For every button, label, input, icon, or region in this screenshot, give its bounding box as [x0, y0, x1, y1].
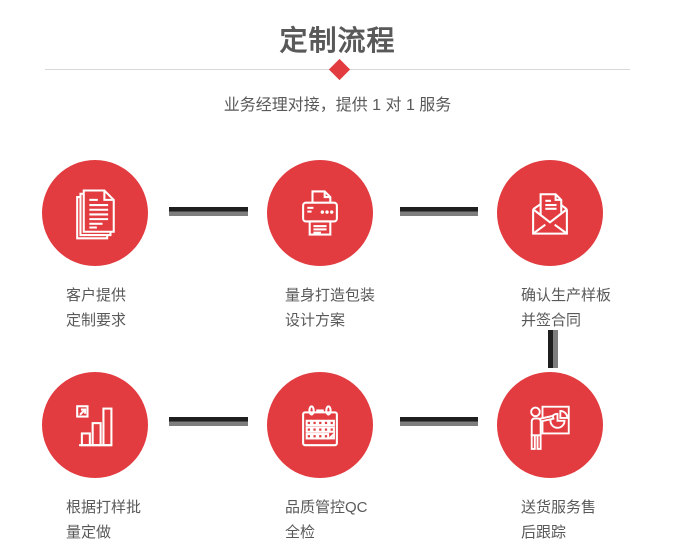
stacked-documents-icon — [76, 189, 115, 240]
step-4-label: 根据打样批 量定做 — [66, 499, 142, 541]
page-subtitle: 业务经理对接，提供 1 对 1 服务 — [223, 97, 452, 114]
connector-step5-step6 — [400, 417, 478, 426]
step-4-circle — [42, 372, 148, 478]
connector-step4-step5 — [169, 417, 248, 426]
step-5-circle — [267, 372, 373, 478]
connector-step2-step3 — [400, 207, 478, 216]
step-1-circle — [42, 160, 148, 266]
step-3-label: 确认生产样板 并签合同 — [521, 287, 612, 329]
step-6-label: 送货服务售 后跟踪 — [521, 499, 597, 541]
step-3-circle — [497, 160, 603, 266]
diamond-icon — [328, 58, 351, 81]
step-6-circle — [497, 372, 603, 478]
bar-chart-growth-icon — [76, 405, 113, 447]
step-5-label: 品质管控QC 全检 — [285, 499, 368, 541]
page-title: 定制流程 — [279, 25, 396, 56]
step-1-label: 客户提供 定制要求 — [66, 287, 127, 329]
open-envelope-icon — [532, 193, 568, 235]
printer-icon — [302, 190, 338, 236]
step-2-circle — [267, 160, 373, 266]
connector-step3-step6 — [548, 330, 558, 368]
step-2-label: 量身打造包装 设计方案 — [285, 287, 376, 329]
connector-step1-step2 — [169, 207, 248, 216]
presentation-chart-icon — [530, 405, 570, 450]
calendar-icon — [302, 405, 338, 447]
